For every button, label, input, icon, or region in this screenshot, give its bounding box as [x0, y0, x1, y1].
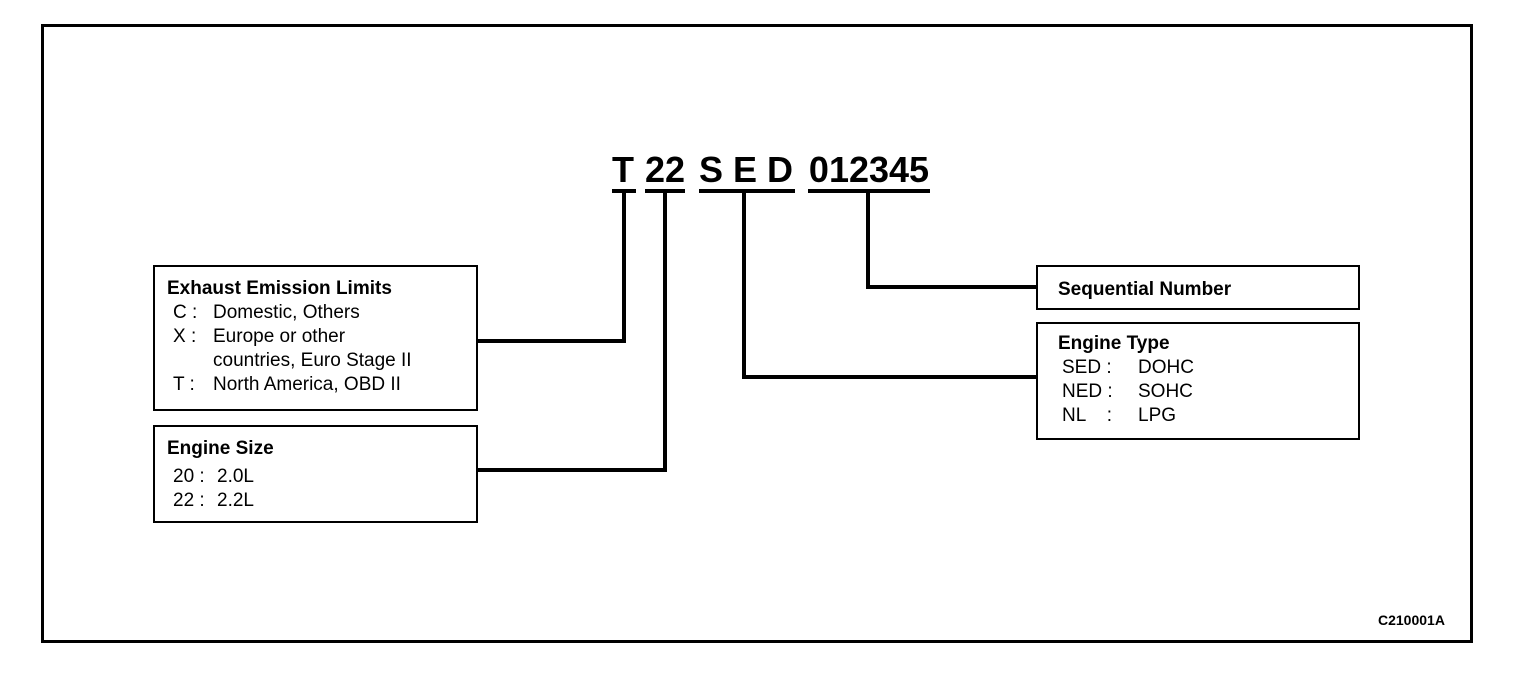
emission-key-x: X :	[173, 326, 197, 347]
connector-type-horizontal	[742, 375, 1036, 379]
connector-t-horizontal	[478, 339, 626, 343]
connector-t-vertical	[622, 192, 626, 342]
size-key-20: 20 :	[173, 466, 205, 487]
size-val-20: 2.0L	[217, 466, 254, 487]
emission-key-x-cont	[173, 349, 213, 373]
type-key-sed: SED :	[1062, 357, 1112, 378]
size-val-22: 2.2L	[217, 490, 254, 511]
emission-key-t: T :	[173, 374, 195, 395]
type-val-ned: SOHC	[1138, 381, 1193, 402]
code-serial: 012345	[808, 149, 930, 190]
type-key-ned: NED :	[1062, 381, 1113, 402]
emission-key-c: C :	[173, 302, 198, 323]
code-engine-size: 22	[644, 149, 686, 190]
type-key-nl: NL :	[1062, 405, 1112, 426]
emission-limits-title: Exhaust Emission Limits	[167, 278, 392, 299]
engine-type-title: Engine Type	[1058, 333, 1170, 354]
connector-serial-vertical	[866, 192, 870, 288]
sequential-number-title: Sequential Number	[1058, 279, 1232, 300]
engine-type-box: Engine Type SED : DOHC NED : SOHC NL : LPG	[1036, 322, 1360, 440]
diagram-frame	[41, 24, 1473, 643]
connector-size-vertical	[663, 192, 667, 472]
connector-type-vertical	[742, 192, 746, 378]
emission-limits-box: Exhaust Emission Limits C : Domestic, Oth…	[153, 265, 478, 411]
connector-size-horizontal	[478, 468, 667, 472]
engine-size-title: Engine Size	[167, 438, 274, 459]
emission-val-x-cont: countries, Euro Stage II	[213, 350, 412, 371]
engine-size-box: Engine Size 20 : 2.0L 22 : 2.2L	[153, 425, 478, 523]
emission-val-x: Europe or other	[213, 326, 346, 347]
underline-size	[645, 189, 685, 193]
type-val-sed: DOHC	[1138, 357, 1194, 378]
emission-val-c: Domestic, Others	[213, 302, 360, 323]
sequential-number-box: Sequential Number	[1036, 265, 1360, 310]
figure-reference: C210001A	[1378, 612, 1445, 628]
emission-val-t: North America, OBD II	[213, 374, 401, 395]
type-val-nl: LPG	[1138, 405, 1177, 426]
code-engine-type: S E D	[698, 149, 794, 190]
underline-serial	[808, 189, 930, 193]
underline-type	[699, 189, 795, 193]
size-key-22: 22 :	[173, 490, 205, 511]
connector-serial-horizontal	[866, 285, 1036, 289]
code-letter-t: T	[612, 149, 634, 190]
underline-t	[612, 189, 636, 193]
